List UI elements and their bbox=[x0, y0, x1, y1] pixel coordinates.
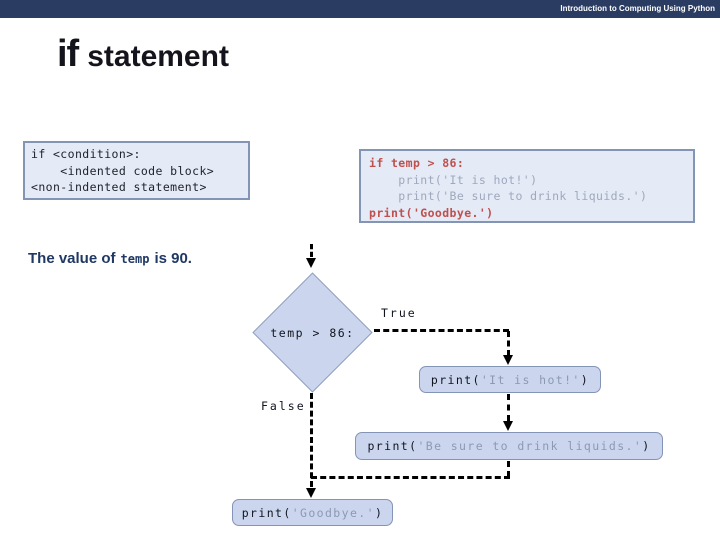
code-text: ) bbox=[374, 505, 384, 520]
code-text: print( bbox=[367, 439, 418, 453]
arrowhead-icon bbox=[503, 355, 513, 365]
title-rest: statement bbox=[87, 40, 229, 73]
syntax-line: <indented code block> bbox=[31, 163, 215, 178]
true-branch-line bbox=[374, 329, 509, 332]
example-line-highlighted: print('Goodbye.') bbox=[369, 205, 494, 220]
condition-text: temp > 86: bbox=[270, 326, 355, 340]
code-text: ) bbox=[642, 439, 651, 453]
page-title: if statement bbox=[57, 33, 229, 76]
merge-line bbox=[311, 476, 510, 479]
course-title: Introduction to Computing Using Python bbox=[560, 4, 715, 13]
caption-variable: temp bbox=[120, 252, 150, 266]
arrowhead-icon bbox=[306, 258, 316, 268]
arrowhead-icon bbox=[306, 488, 316, 498]
hot-to-liquids-line bbox=[507, 394, 510, 421]
header-bar: Introduction to Computing Using Python bbox=[0, 0, 720, 18]
code-string: 'It is hot!' bbox=[480, 372, 581, 387]
caption-text: The value of bbox=[28, 250, 116, 267]
title-keyword: if bbox=[57, 33, 79, 75]
arrowhead-icon bbox=[503, 421, 513, 431]
caption-text: is 90. bbox=[154, 250, 192, 267]
syntax-code-box: if <condition>: <indented code block> <n… bbox=[23, 141, 250, 200]
caption: The value of temp is 90. bbox=[28, 250, 192, 267]
flowchart-box-hot: print('It is hot!') bbox=[419, 366, 601, 393]
entry-connector-line bbox=[310, 244, 313, 257]
liquids-exit-line bbox=[507, 461, 510, 477]
example-line-dimmed: print('Be sure to drink liquids.') bbox=[369, 189, 648, 203]
code-string: 'Goodbye.' bbox=[291, 505, 375, 520]
example-code-box: if temp > 86: print('It is hot!') print(… bbox=[359, 149, 695, 223]
flowchart-box-liquids: print('Be sure to drink liquids.') bbox=[355, 432, 663, 460]
true-branch-line bbox=[507, 331, 510, 356]
code-string: 'Be sure to drink liquids.' bbox=[417, 439, 643, 453]
code-text: ) bbox=[580, 372, 590, 387]
false-label: False bbox=[261, 399, 306, 413]
syntax-line: <non-indented statement> bbox=[31, 180, 207, 194]
example-line-highlighted: if temp > 86: bbox=[369, 156, 465, 170]
code-text: print( bbox=[241, 505, 292, 520]
flowchart-box-goodbye: print('Goodbye.') bbox=[232, 499, 393, 526]
code-text: print( bbox=[430, 372, 481, 387]
syntax-line: if <condition>: bbox=[31, 147, 141, 161]
true-label: True bbox=[381, 306, 417, 320]
false-branch-line bbox=[310, 393, 313, 487]
example-line-dimmed: print('It is hot!') bbox=[369, 172, 538, 187]
